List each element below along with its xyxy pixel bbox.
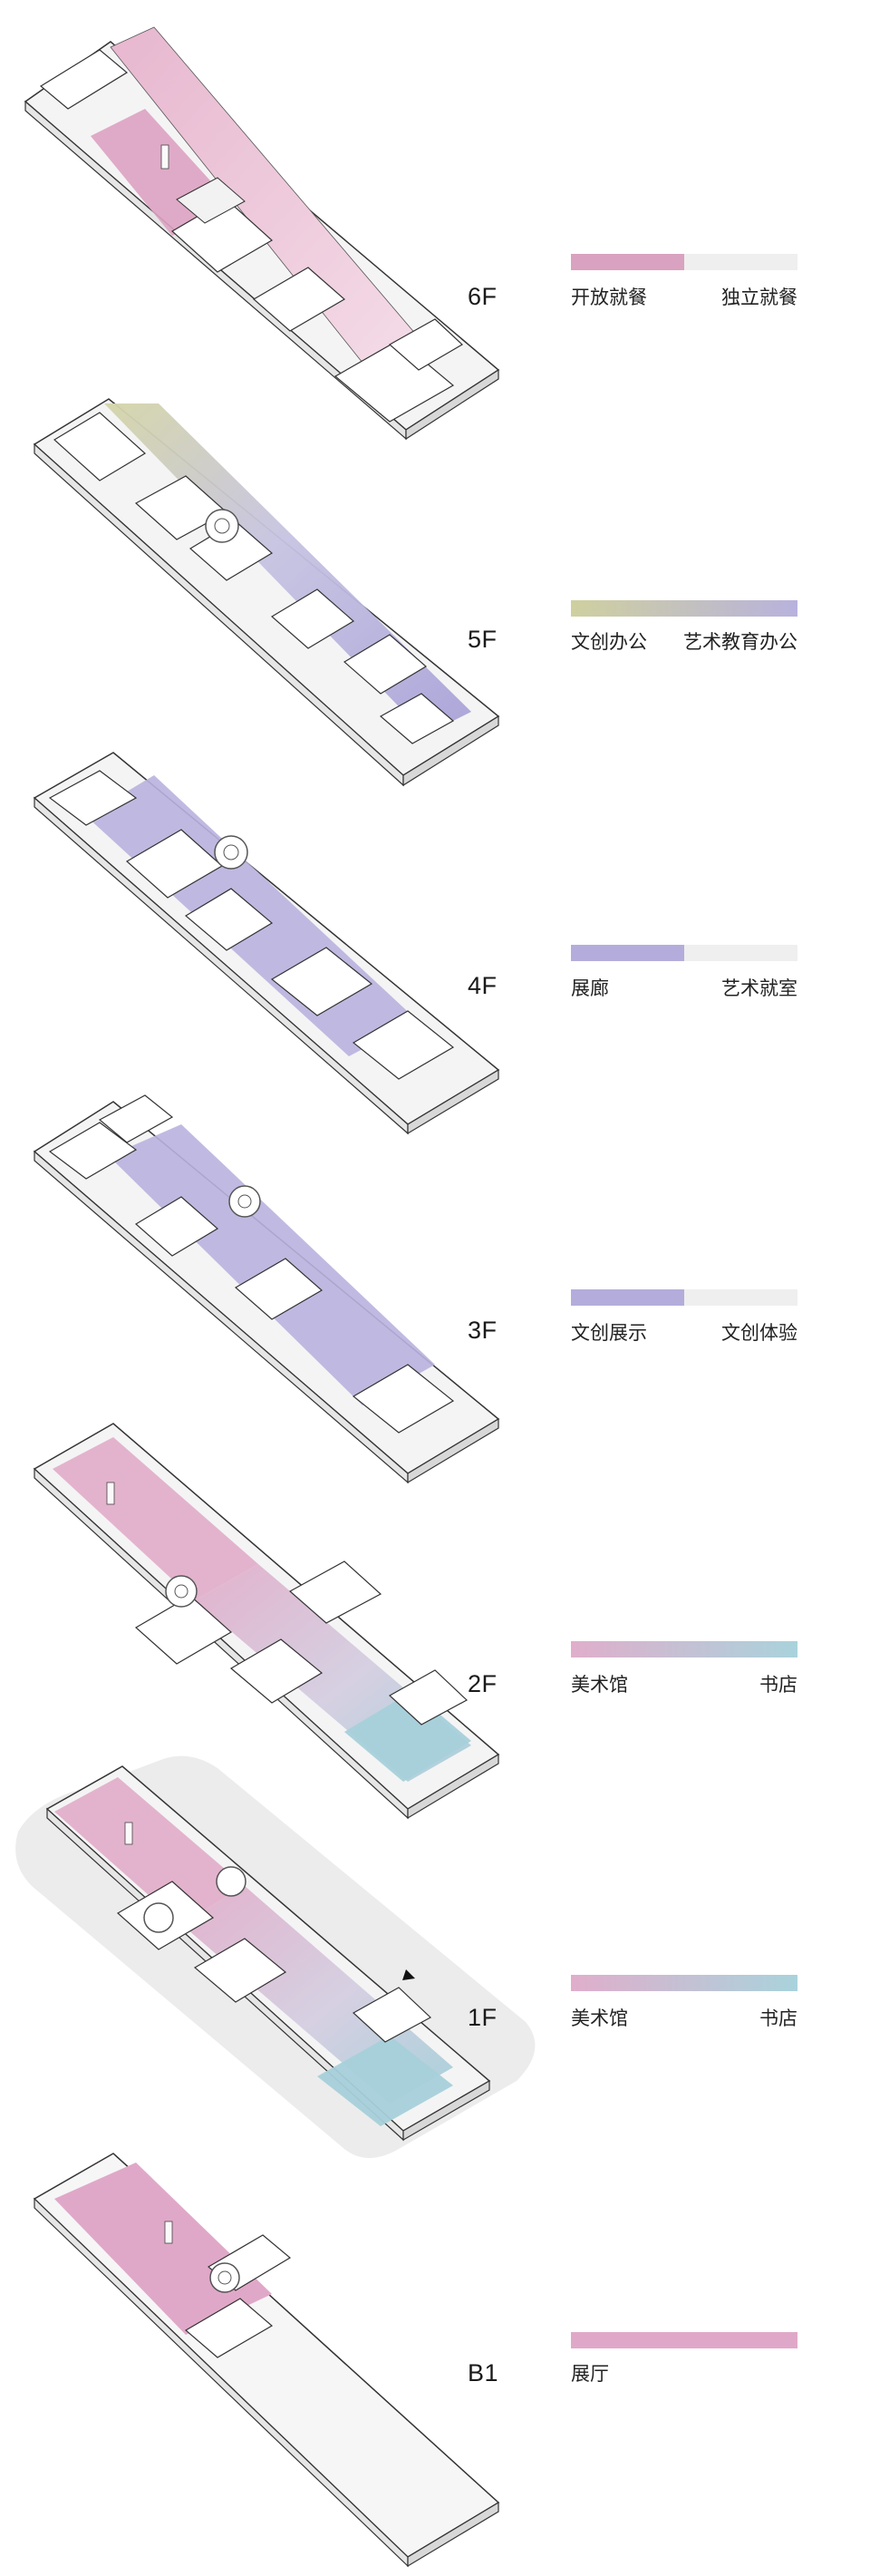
legend-label-open-dining: 开放就餐 xyxy=(571,287,647,308)
floor-label-1f: 1F xyxy=(468,2004,498,2031)
legend-bar-3f xyxy=(571,1289,798,1306)
legend-bar-2f xyxy=(571,1641,798,1657)
floor-3f-axonometric xyxy=(33,1094,500,1484)
legend-label-bookstore: 书店 xyxy=(759,1674,798,1696)
floor-1f: 1F 美术馆 书店 xyxy=(0,1723,870,2231)
legend-label-creative-display: 文创展示 xyxy=(571,1322,647,1344)
floor-2f: 2F 美术馆 书店 xyxy=(0,1396,870,1832)
floor-6f-axonometric xyxy=(24,26,500,441)
legend-label-creative-experience: 文创体验 xyxy=(721,1322,798,1344)
floor-b1: B1 展厅 xyxy=(0,2113,870,2576)
floor-4f: 4F 展廊 艺术就室 xyxy=(0,707,870,1142)
floor-label-3f: 3F xyxy=(468,1317,498,1344)
legend-bar-4f xyxy=(571,945,798,961)
legend-bar-5f xyxy=(571,600,798,617)
legend-label-exhibition-hall: 展厅 xyxy=(571,2363,609,2385)
legend-label-art-museum: 美术馆 xyxy=(571,1674,628,1696)
floor-6f: 6F 开放就餐 独立就餐 xyxy=(0,0,870,453)
floor-1f-axonometric xyxy=(15,1755,536,2158)
floor-b1-axonometric xyxy=(33,2153,500,2568)
floor-5f-axonometric xyxy=(33,398,500,787)
floor-4f-axonometric xyxy=(33,752,500,1135)
legend-label-bookstore-1f: 书店 xyxy=(759,2007,798,2029)
legend-label-private-dining: 独立就餐 xyxy=(721,287,798,308)
floor-label-2f: 2F xyxy=(468,1670,498,1697)
legend-bar-1f xyxy=(571,1975,798,1991)
floor-label-4f: 4F xyxy=(468,972,498,999)
legend-label-art-education-office: 艺术教育办公 xyxy=(683,631,798,653)
legend-label-gallery-corridor: 展廊 xyxy=(571,977,609,999)
floor-label-6f: 6F xyxy=(468,283,498,310)
legend-bar-b1 xyxy=(571,2332,798,2348)
legend-label-creative-office: 文创办公 xyxy=(571,631,647,653)
floor-5f: 5F 文创办公 艺术教育办公 xyxy=(0,363,870,816)
floor-label-b1: B1 xyxy=(468,2359,499,2386)
legend-label-art-classroom: 艺术就室 xyxy=(721,977,798,999)
floor-2f-axonometric xyxy=(33,1423,500,1820)
legend-label-art-museum-1f: 美术馆 xyxy=(571,2007,628,2029)
floor-3f: 3F 文创展示 文创体验 xyxy=(0,1052,870,1487)
legend-bar-6f xyxy=(571,254,798,270)
floor-label-5f: 5F xyxy=(468,626,498,653)
